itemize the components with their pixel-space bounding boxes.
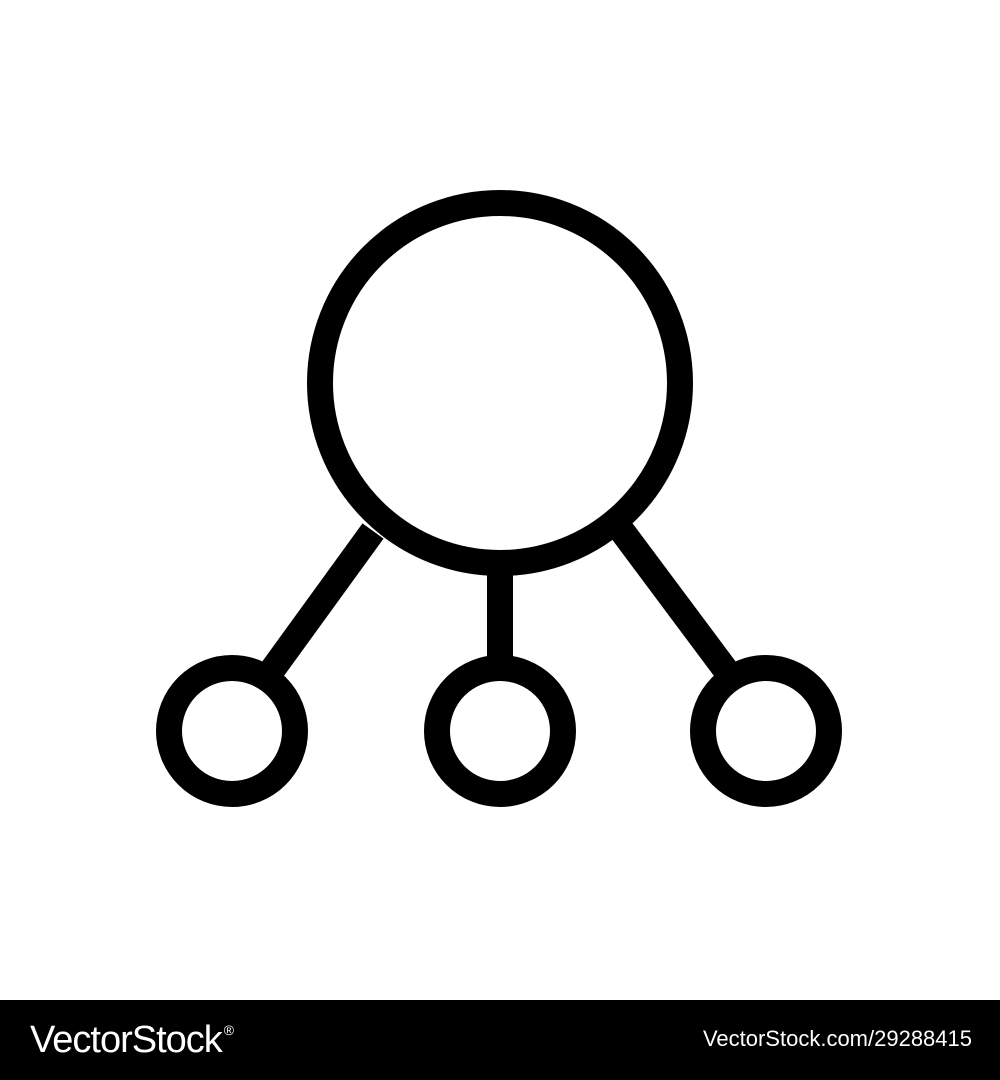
parent-node-circle [307,190,693,576]
registered-mark: ® [223,1022,234,1038]
right-child-node-circle [690,655,842,807]
left-connector-line [259,523,384,681]
right-connector-line [611,523,739,681]
icon-canvas [156,190,842,807]
vectorstock-logo: VectorStock® [30,1016,234,1064]
watermark-footer: VectorStock® VectorStock.com/29288415 [0,1000,1000,1080]
network-hierarchy-icon [156,190,842,807]
left-child-node-circle [156,655,308,807]
image-id-url: VectorStock.com/29288415 [702,1026,972,1051]
center-child-node-circle [424,655,576,807]
logo-text: VectorStock [30,1019,223,1061]
